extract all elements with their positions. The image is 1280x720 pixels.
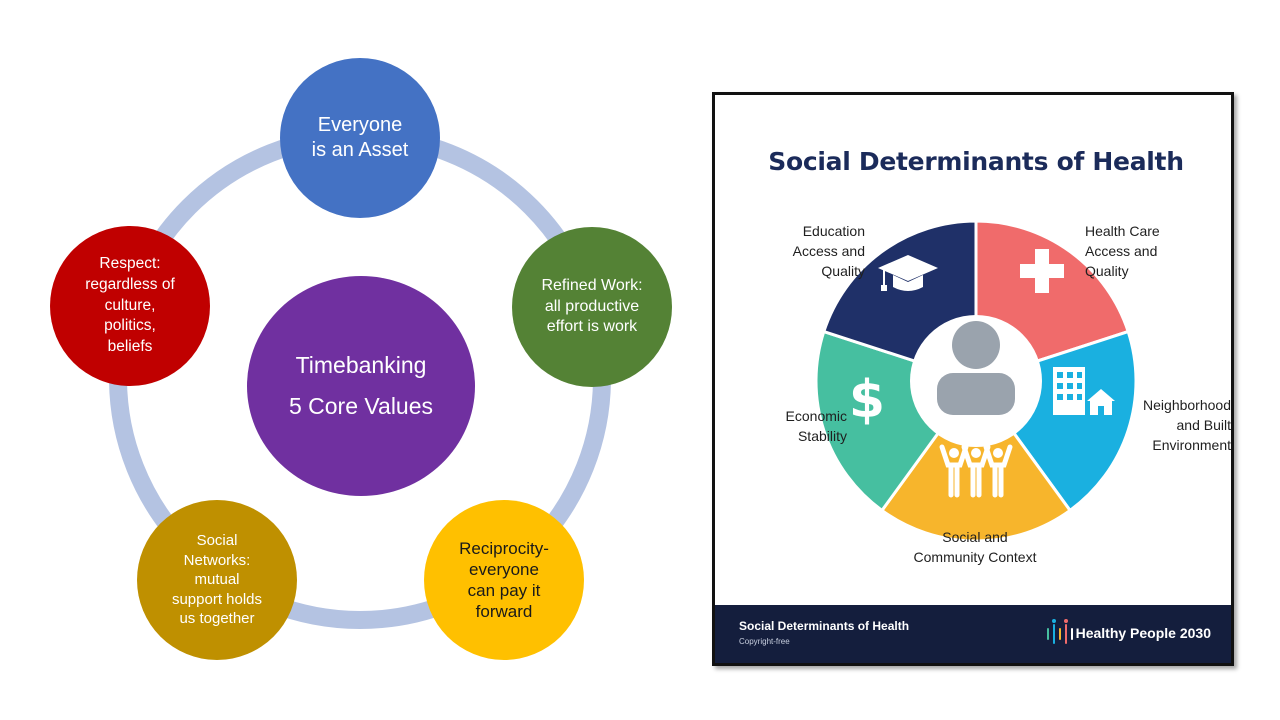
segment-label-health-care: Health Care Access and Quality <box>1085 223 1160 279</box>
value-social-label: Social Networks: mutual support holds us… <box>171 532 263 628</box>
footer-subtitle: Copyright-free <box>739 637 790 646</box>
segment-label-neighborhood: Neighborhood and Built Environment <box>1143 397 1231 453</box>
sdoh-wheel: $ <box>814 219 1138 543</box>
people-group-icon <box>939 444 1013 498</box>
timebanking-diagram: Everyone is an Asset Refined Work: all p… <box>50 58 672 660</box>
person-icon <box>937 321 1015 415</box>
value-work-label: Refined Work: all productive effort is w… <box>541 276 643 336</box>
center-label: Timebanking 5 Core Values <box>288 351 434 419</box>
buildings-icon <box>1053 367 1115 415</box>
value-respect-label: Respect: regardless of culture, politics… <box>85 254 175 356</box>
value-circle-asset: Everyone is an Asset <box>280 58 440 218</box>
sdoh-title: Social Determinants of Health <box>768 147 1184 176</box>
sdoh-infographic: Social Determinants of Health <box>712 92 1234 666</box>
segment-social-community <box>879 378 1073 543</box>
medical-cross-icon <box>1020 249 1064 293</box>
segment-label-education: Education Access and Quality <box>792 223 865 279</box>
graduation-cap-icon <box>878 255 938 291</box>
segment-label-economic: Economic Stability <box>785 408 847 444</box>
value-circle-reciprocity: Reciprocity- everyone can pay it forward <box>424 500 584 660</box>
value-circle-respect: Respect: regardless of culture, politics… <box>50 226 210 386</box>
dollar-icon: $ <box>849 370 885 430</box>
value-asset-label: Everyone is an Asset <box>311 114 409 161</box>
value-circle-refined-work: Refined Work: all productive effort is w… <box>512 227 672 387</box>
center-circle: Timebanking 5 Core Values <box>247 276 475 496</box>
sdoh-footer: Social Determinants of Health Copyright-… <box>715 605 1231 663</box>
healthy-people-logo-icon <box>1047 619 1073 644</box>
footer-title: Social Determinants of Health <box>739 619 910 633</box>
value-reciprocity-label: Reciprocity- everyone can pay it forward <box>459 538 549 622</box>
value-circle-social-networks: Social Networks: mutual support holds us… <box>137 500 297 660</box>
footer-brand: Healthy People 2030 <box>1075 625 1211 641</box>
segment-label-social-community: Social and Community Context <box>913 529 1037 565</box>
